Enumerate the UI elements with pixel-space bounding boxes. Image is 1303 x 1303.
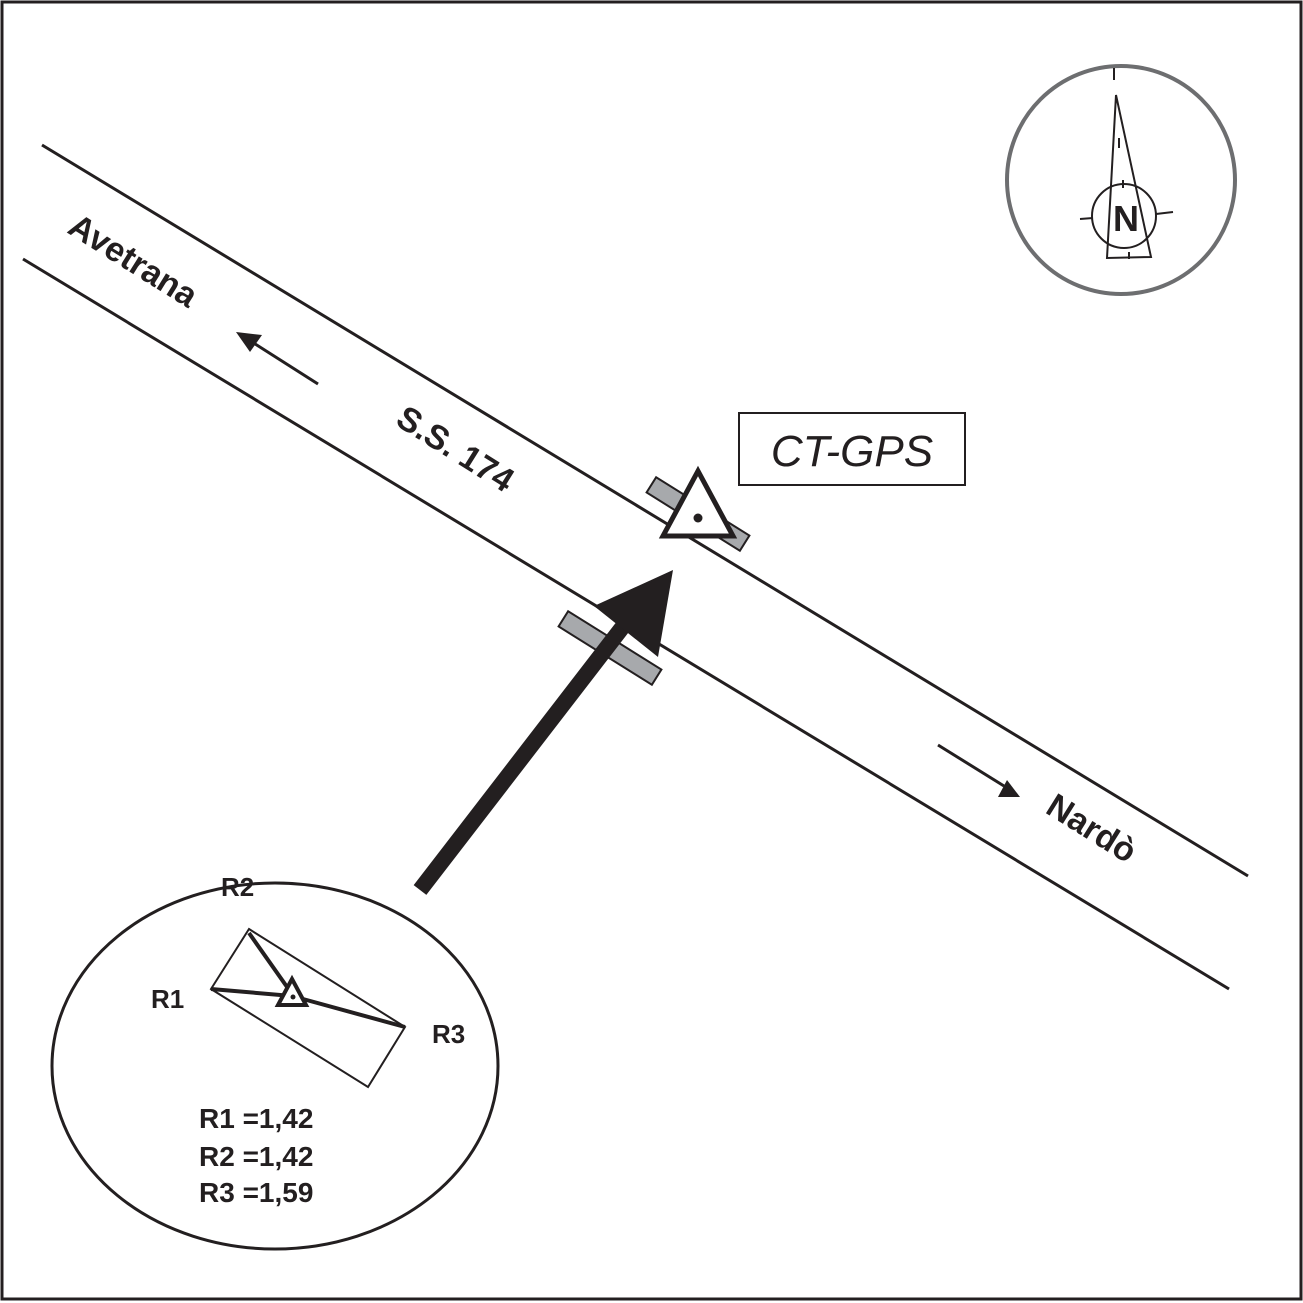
arrow-east-icon (937, 743, 1020, 797)
inset-line-r2 (247, 931, 294, 996)
measurement-r2: R2 =1,42 (199, 1141, 313, 1172)
measurement-r3: R3 =1,59 (199, 1177, 313, 1208)
inset-station-icon (274, 974, 310, 1007)
road-edge-north (41, 143, 1249, 878)
inset-line-r3 (291, 994, 406, 1029)
station-label-box: CT-GPS (738, 412, 966, 486)
compass-north-letter: N (1113, 198, 1139, 239)
north-compass-icon: N (1005, 64, 1237, 296)
inset-point-r3: R3 (432, 1019, 465, 1049)
station-marker-icon (658, 465, 738, 539)
inset-rectangle (209, 927, 407, 1089)
measurement-r1: R1 =1,42 (199, 1103, 313, 1134)
arrow-west-icon (236, 332, 319, 386)
pointer-arrow-icon (413, 570, 673, 895)
inset-detail: R2 R1 R3 R1 =1,42 R2 =1,42 R3 =1,59 (50, 872, 500, 1251)
inset-point-r2: R2 (221, 872, 254, 902)
inset-point-r1: R1 (151, 984, 184, 1014)
station-label: CT-GPS (771, 427, 933, 476)
inset-line-r1 (210, 987, 293, 998)
